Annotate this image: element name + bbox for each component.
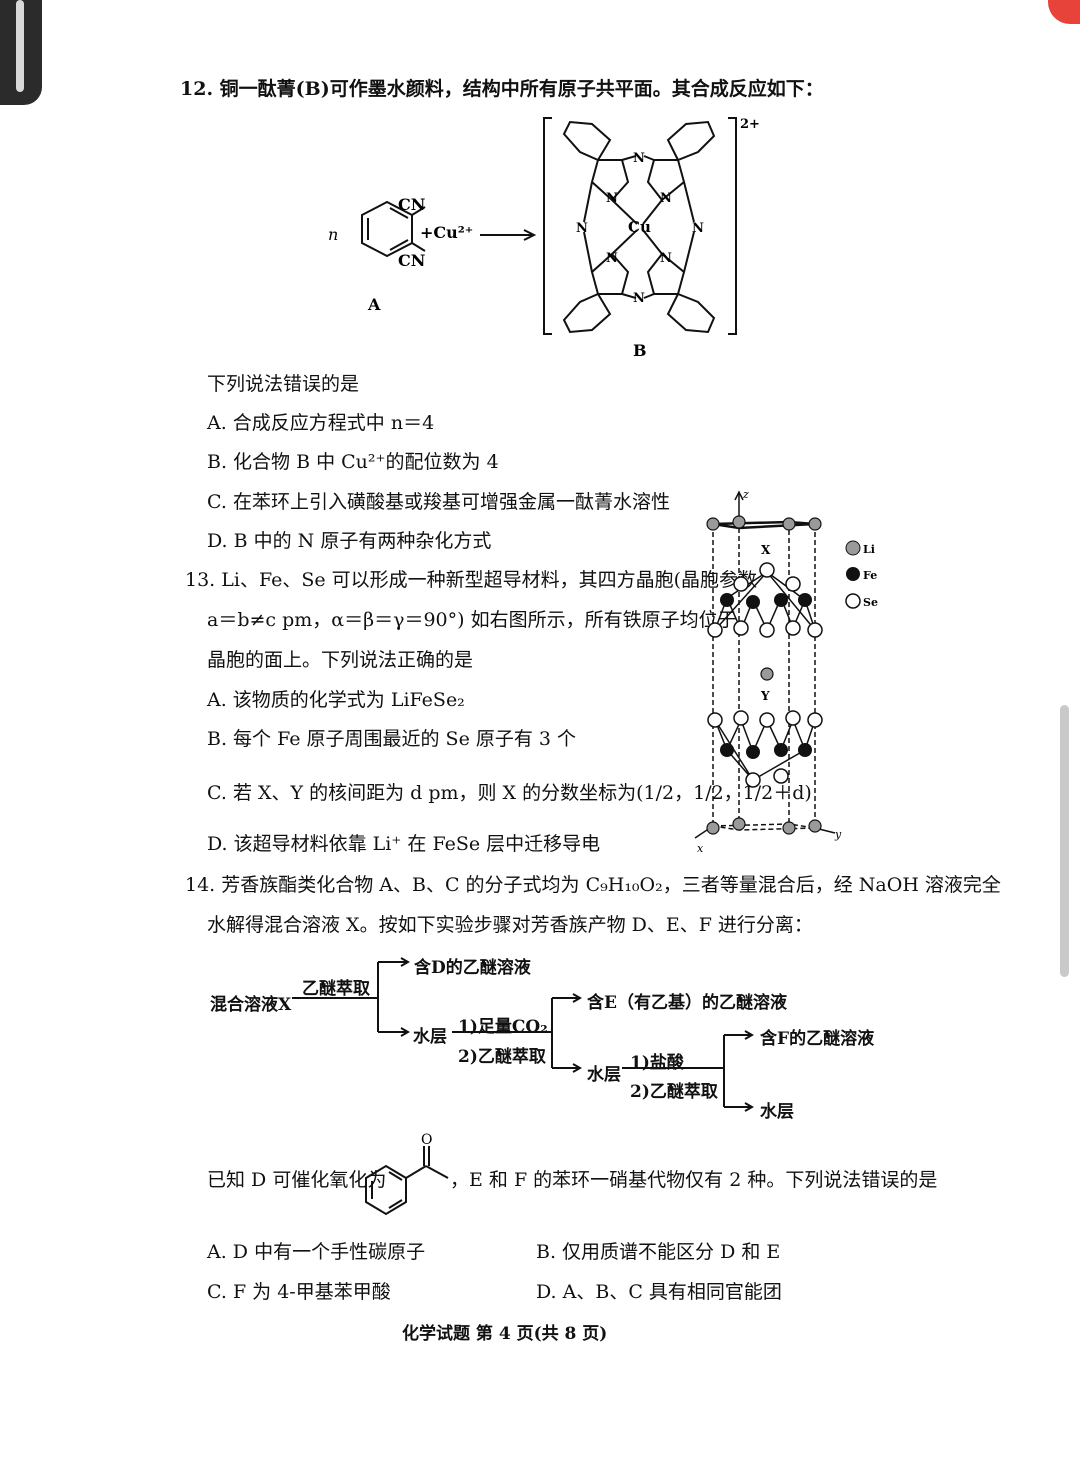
legend-se-marker — [845, 593, 861, 609]
fe-atoms — [720, 593, 812, 759]
acetophenone-structure: O — [365, 1132, 449, 1216]
x-atom-label: X — [761, 543, 771, 557]
q13-stem-line3: 晶胞的面上。下列说法正确的是 — [207, 649, 474, 671]
q12-reactant-a-structure: CN CN n +Cu²⁺ A — [328, 195, 537, 314]
cu-ion-label: +Cu²⁺ — [420, 223, 473, 242]
q12-option-d: D. B 中的 N 原子有两种杂化方式 — [207, 530, 492, 552]
legend-li-marker — [845, 540, 861, 556]
q12-stem: 12. 铜一酞菁(B)可作墨水颜料，结构中所有原子共平面。其合成反应如下： — [180, 78, 824, 100]
scrollbar-thumb[interactable] — [1060, 705, 1069, 977]
se-atoms — [707, 562, 823, 788]
flow-water1: 水层 — [413, 1027, 447, 1047]
flow-water3: 水层 — [760, 1102, 794, 1122]
q12-product-b-structure: N N N N N N N N Cu 2+ B — [543, 117, 760, 360]
legend-li-label: Li — [863, 543, 875, 556]
y-atom-label: Y — [760, 689, 770, 703]
q14-separation-flowchart — [292, 957, 755, 1112]
n-atom: N — [576, 221, 588, 236]
q14-known-pre: 已知 D 可催化氧化为 — [207, 1169, 387, 1191]
flow-out-d: 含D的乙醚溶液 — [414, 958, 531, 978]
q14-option-c: C. F 为 4-甲基苯甲酸 — [207, 1281, 391, 1303]
carbonyl-o-label: O — [421, 1132, 432, 1148]
cn-top-label: CN — [398, 195, 425, 214]
n-atom: N — [660, 191, 672, 206]
flow-out-f: 含F的乙醚溶液 — [760, 1029, 875, 1049]
cn-bottom-label: CN — [398, 251, 425, 270]
label-a: A — [367, 295, 381, 314]
q13-unit-cell-diagram: X Y z x y Li Fe Se — [694, 488, 878, 853]
flow-step1: 乙醚萃取 — [302, 979, 370, 999]
n-atom: N — [660, 251, 672, 266]
flow-water2: 水层 — [587, 1065, 621, 1085]
q14-option-a: A. D 中有一个手性碳原子 — [207, 1241, 426, 1263]
n-atom: N — [606, 191, 618, 206]
q13-option-d: D. 该超导材料依靠 Li⁺ 在 FeSe 层中迁移导电 — [207, 833, 601, 855]
n-atom: N — [692, 221, 704, 236]
q14-stem-line1: 14. 芳香族酯类化合物 A、B、C 的分子式均为 C₉H₁₀O₂，三者等量混合… — [185, 874, 1001, 896]
legend-fe-label: Fe — [863, 569, 877, 582]
flow-step3a: 1)盐酸 — [630, 1053, 684, 1073]
q13-stem-line2: a＝b≠c pm，α＝β＝γ＝90°) 如右图所示，所有铁原子均位于 — [207, 609, 737, 631]
legend-fe-marker — [846, 567, 860, 581]
n-atom: N — [633, 151, 645, 166]
q14-stem-line2: 水解得混合溶液 X。按如下实验步骤对芳香族产物 D、E、F 进行分离： — [207, 914, 813, 936]
binder-clip-right — [1048, 0, 1080, 24]
charge-label: 2+ — [740, 117, 760, 132]
x-axis-label: x — [697, 842, 704, 853]
page-footer: 化学试题 第 4 页(共 8 页) — [402, 1324, 608, 1344]
q13-stem-line1: 13. Li、Fe、Se 可以形成一种新型超导材料，其四方晶胞(晶胞参数 — [185, 569, 758, 591]
q12-question: 下列说法错误的是 — [207, 373, 360, 395]
flow-start: 混合溶液X — [210, 995, 292, 1015]
z-axis-label: z — [742, 488, 749, 501]
legend-se-label: Se — [863, 596, 878, 609]
li-atoms — [706, 515, 822, 835]
q14-known-post: ，E 和 F 的苯环一硝基代物仅有 2 种。下列说法错误的是 — [450, 1169, 938, 1191]
q14-option-d: D. A、B、C 具有相同官能团 — [536, 1281, 782, 1303]
flow-step2a: 1)足量CO₂ — [458, 1017, 548, 1037]
n-atom: N — [606, 251, 618, 266]
y-axis-label: y — [834, 828, 842, 841]
cu-atom: Cu — [628, 218, 651, 236]
label-b: B — [633, 341, 647, 360]
q13-option-a: A. 该物质的化学式为 LiFeSe₂ — [207, 689, 465, 711]
q13-option-b: B. 每个 Fe 原子周围最近的 Se 原子有 3 个 — [207, 728, 577, 750]
flow-step3b: 2)乙醚萃取 — [630, 1082, 718, 1102]
q12-option-a: A. 合成反应方程式中 n＝4 — [207, 412, 435, 434]
q14-option-b: B. 仅用质谱不能区分 D 和 E — [536, 1241, 781, 1263]
n-atom: N — [633, 291, 645, 306]
flow-step2b: 2)乙醚萃取 — [458, 1047, 546, 1067]
binder-clip-left — [0, 0, 42, 105]
q13-option-c: C. 若 X、Y 的核间距为 d pm，则 X 的分数坐标为(1/2，1/2，1… — [207, 782, 812, 804]
q12-option-b: B. 化合物 B 中 Cu²⁺的配位数为 4 — [207, 451, 499, 473]
q12-option-c: C. 在苯环上引入磺酸基或羧基可增强金属一酞菁水溶性 — [207, 491, 670, 513]
n-coefficient: n — [328, 225, 338, 244]
flow-out-e: 含E（有乙基）的乙醚溶液 — [587, 993, 787, 1013]
